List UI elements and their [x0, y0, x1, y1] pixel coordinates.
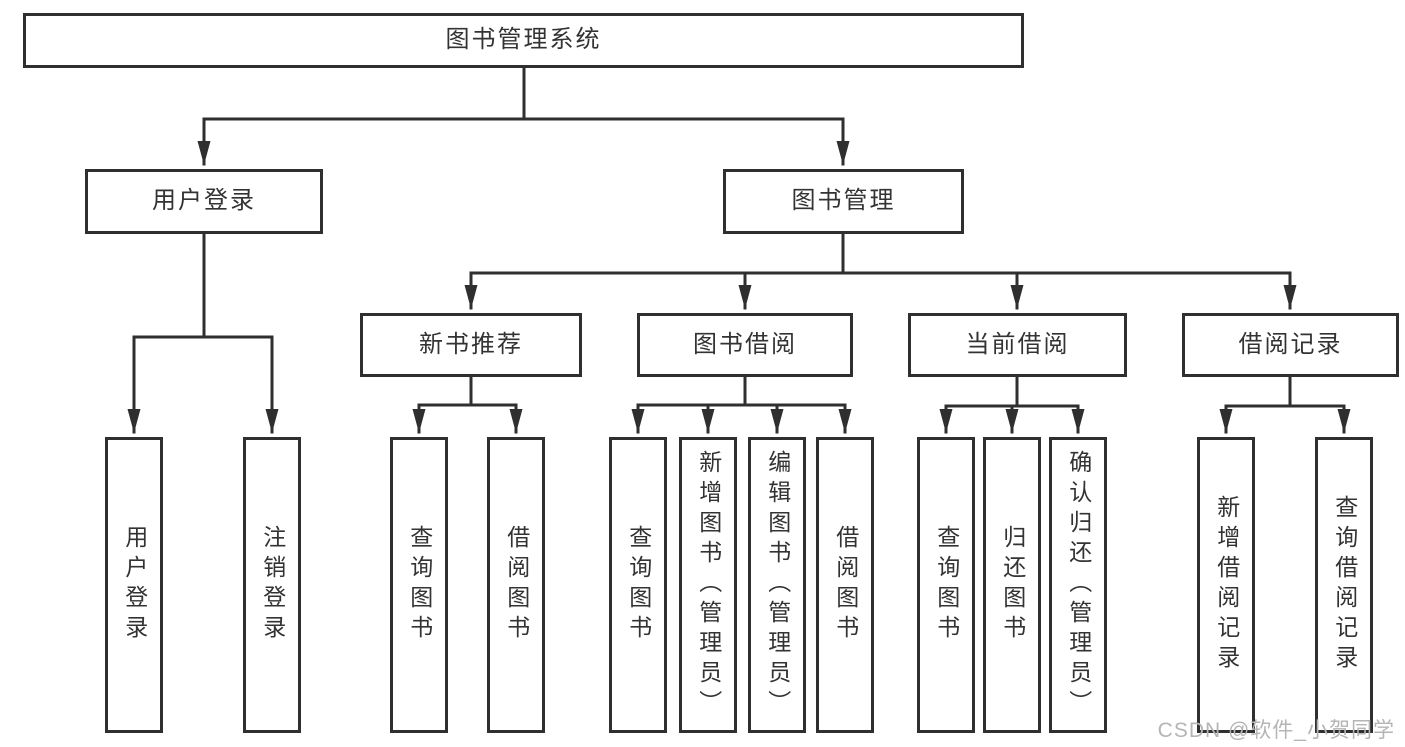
leaf-add-book-admin: 新增图书（管理员） — [679, 437, 737, 733]
leaf-query-borrow-record: 查询借阅记录 — [1315, 437, 1373, 733]
node-root-label: 图书管理系统 — [445, 26, 602, 54]
node-current-borrow: 当前借阅 — [908, 313, 1127, 377]
leaf-borrow-book-recommend: 借阅图书 — [487, 437, 545, 733]
node-borrow-record: 借阅记录 — [1182, 313, 1399, 377]
leaf-edit-book-admin: 编辑图书（管理员） — [748, 437, 806, 733]
leaf-borrow-book-recommend-label: 借阅图书 — [503, 525, 530, 645]
leaf-edit-book-admin-label: 编辑图书（管理员） — [764, 450, 791, 720]
leaf-confirm-return-admin-label: 确认归还（管理员） — [1065, 450, 1092, 720]
node-new-book-recommend: 新书推荐 — [360, 313, 582, 377]
node-new-book-recommend-label: 新书推荐 — [419, 330, 523, 358]
node-book-borrow-label: 图书借阅 — [693, 330, 797, 358]
leaf-logout-label: 注销登录 — [259, 525, 286, 645]
leaf-query-book-current-label: 查询图书 — [933, 525, 960, 645]
leaf-borrow-book-label: 借阅图书 — [832, 525, 859, 645]
leaf-return-book-label: 归还图书 — [999, 525, 1026, 645]
leaf-return-book: 归还图书 — [983, 437, 1041, 733]
node-book-management-label: 图书管理 — [791, 187, 896, 215]
node-root: 图书管理系统 — [23, 13, 1024, 68]
node-book-borrow: 图书借阅 — [637, 313, 853, 377]
leaf-query-book-recommend: 查询图书 — [390, 437, 448, 733]
node-user-login-label: 用户登录 — [152, 187, 256, 215]
csdn-watermark: CSDN @软件_小贺同学 — [1157, 719, 1395, 742]
node-book-management: 图书管理 — [723, 169, 964, 234]
leaf-query-book-borrow: 查询图书 — [609, 437, 667, 733]
node-current-borrow-label: 当前借阅 — [965, 330, 1070, 358]
leaf-add-book-admin-label: 新增图书（管理员） — [695, 450, 722, 720]
node-user-login: 用户登录 — [85, 169, 323, 234]
leaf-confirm-return-admin: 确认归还（管理员） — [1049, 437, 1107, 733]
node-borrow-record-label: 借阅记录 — [1238, 330, 1343, 358]
leaf-query-book-recommend-label: 查询图书 — [406, 525, 433, 645]
leaf-user-login-label: 用户登录 — [121, 525, 148, 645]
leaf-query-borrow-record-label: 查询借阅记录 — [1331, 495, 1358, 675]
leaf-query-book-borrow-label: 查询图书 — [625, 525, 652, 645]
leaf-query-book-current: 查询图书 — [917, 437, 975, 733]
leaf-add-borrow-record: 新增借阅记录 — [1197, 437, 1255, 733]
leaf-user-login: 用户登录 — [105, 437, 163, 733]
leaf-borrow-book: 借阅图书 — [816, 437, 874, 733]
leaf-add-borrow-record-label: 新增借阅记录 — [1213, 495, 1240, 675]
leaf-logout: 注销登录 — [243, 437, 301, 733]
